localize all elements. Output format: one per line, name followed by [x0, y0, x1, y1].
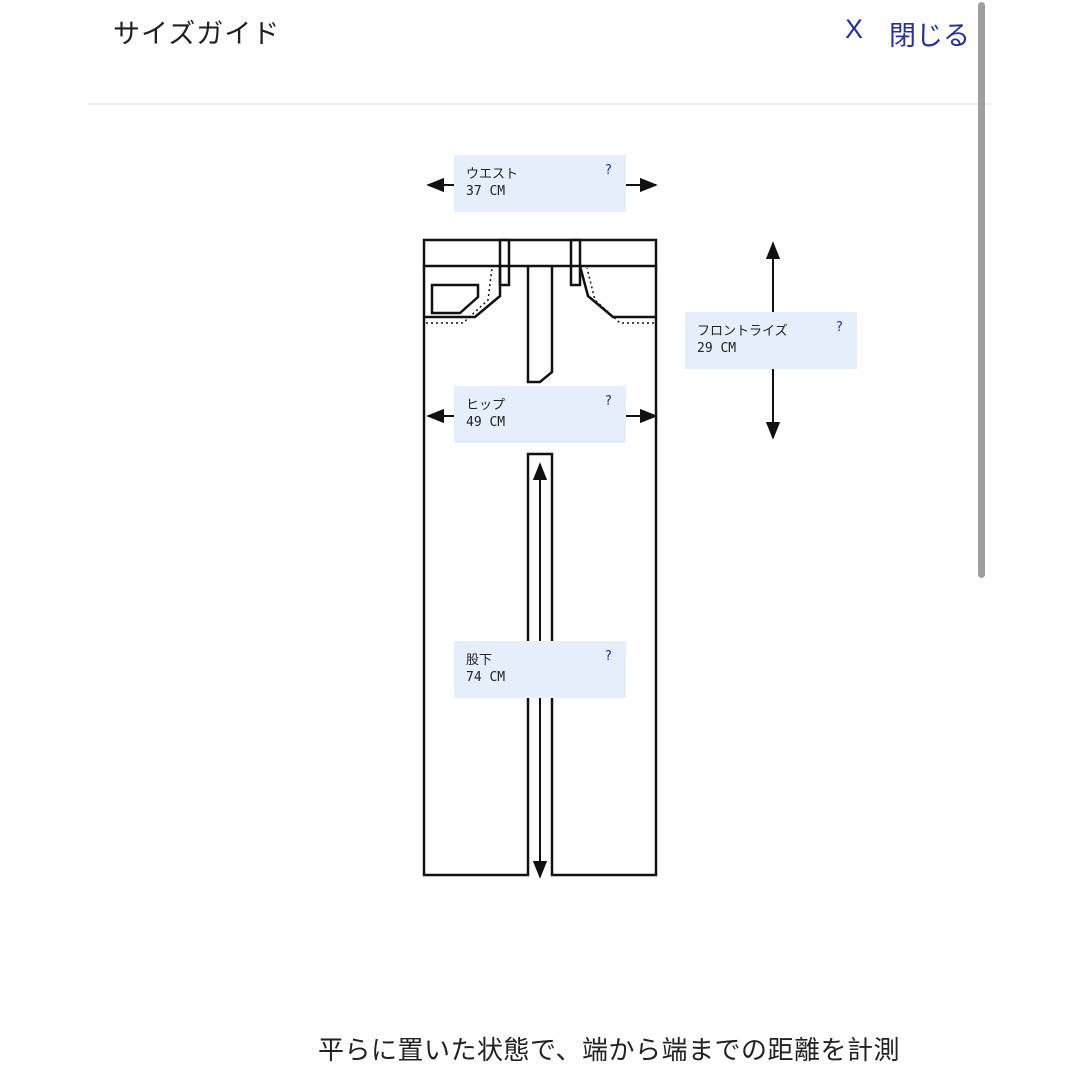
- waist-help-icon[interactable]: ?: [605, 163, 612, 178]
- measurement-note: 平らに置いた状態で、端から端までの距離を計測: [318, 1036, 900, 1066]
- pants-outline: [422, 266, 658, 877]
- close-label[interactable]: 閉じる: [889, 21, 970, 52]
- rise-measurement: フロントライズ ? 29 CM: [685, 312, 857, 369]
- pocket-right: [578, 265, 656, 319]
- waist-label: ウエスト: [466, 167, 519, 182]
- belt-loop-left: [498, 238, 511, 287]
- coin-pocket: [430, 283, 480, 315]
- pocket-left: [424, 266, 502, 319]
- header-divider: [88, 103, 992, 105]
- hip-measurement: ヒップ ? 49 CM: [454, 386, 626, 443]
- page-title: サイズガイド: [113, 19, 281, 50]
- hip-help-icon[interactable]: ?: [605, 394, 612, 409]
- inseam-help-icon[interactable]: ?: [605, 649, 612, 664]
- inseam-label: 股下: [466, 653, 493, 668]
- inseam-measurement: 股下 ? 74 CM: [454, 641, 626, 698]
- scrollbar[interactable]: [978, 2, 985, 578]
- close-button[interactable]: X 閉じる: [845, 14, 970, 53]
- inseam-value: 74 CM: [466, 670, 506, 685]
- rise-help-icon[interactable]: ?: [836, 320, 843, 335]
- close-icon[interactable]: X: [844, 14, 863, 44]
- stitch-left: [426, 267, 493, 324]
- waistband: [422, 238, 658, 268]
- waist-measurement: ウエスト ? 37 CM: [454, 155, 626, 212]
- waist-value: 37 CM: [466, 184, 506, 199]
- rise-value: 29 CM: [697, 341, 737, 356]
- belt-loop-right: [569, 238, 582, 287]
- rise-label: フロントライズ: [697, 324, 788, 339]
- hip-value: 49 CM: [466, 415, 506, 430]
- hip-label: ヒップ: [466, 398, 506, 413]
- stitch-right: [586, 267, 654, 324]
- fly: [526, 266, 554, 384]
